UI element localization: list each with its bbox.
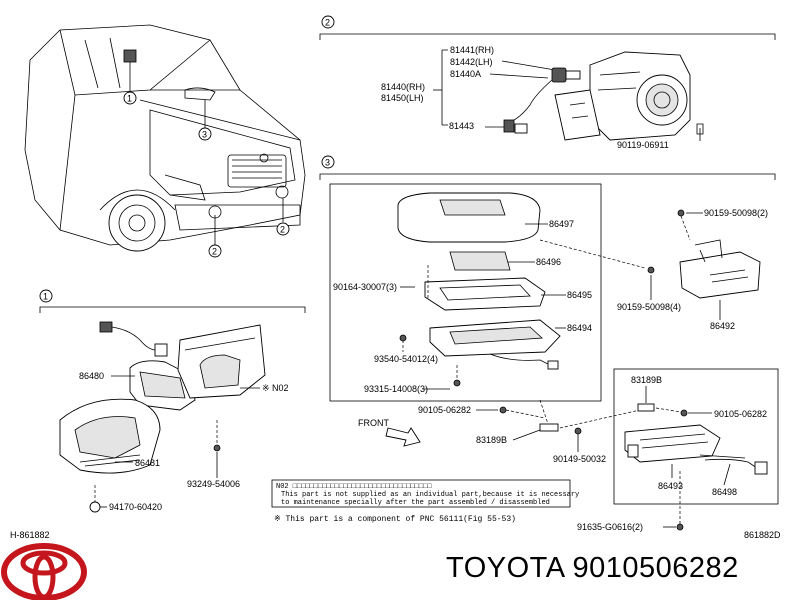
part-86493: 86493: [658, 481, 683, 491]
pnc-note: ※ This part is a component of PNC 56111(…: [274, 515, 516, 524]
part-90164: 90164-30007(3): [333, 282, 397, 292]
vehicle-illustration: 1 3 2 2: [24, 24, 306, 258]
note-box: N02 □□□□□□□□□□□□□□□□□□□□□□□□□□□□□□□□□ Th…: [271, 479, 579, 524]
part-90159-top: 90159-50098(2): [704, 208, 768, 218]
front-label: FRONT: [358, 418, 389, 428]
part-90119: 90119-06911: [617, 140, 669, 150]
ref-code-left: H-861882: [10, 530, 50, 540]
part-90159-bottom: 90159-50098(4): [617, 302, 681, 312]
section-3-label: 3: [325, 158, 330, 168]
section-2-fog-lamp: 2 81441(RH) 81442(LH) 81440A 81440(RH) 8…: [319, 15, 776, 150]
part-81441: 81441(RH): [450, 45, 494, 55]
part-86480: 86480: [79, 371, 104, 381]
part-86497: 86497: [549, 219, 574, 229]
part-81442: 81442(LH): [450, 57, 493, 67]
part-93540: 93540-54012(4): [374, 354, 438, 364]
part-91635: 91635-G0616(2): [577, 522, 643, 532]
section-3-console: 3 86497 86496 86495 86494 90164-30007(3)…: [319, 155, 776, 464]
ref-code-right: 861882D: [744, 530, 781, 540]
part-86481: 86481: [135, 458, 160, 468]
part-86496: 86496: [536, 257, 561, 267]
section-1-mirror-sensor: 1 86480 ※ N02 86481 93249-54006 94170-60…: [39, 289, 306, 513]
callout-2-vehicle-left: 2: [212, 247, 217, 257]
part-81440a: 81440A: [450, 69, 481, 79]
part-81440: 81440(RH): [381, 82, 425, 92]
note-line-3: to maintenance specially after the part …: [281, 499, 550, 507]
part-86498: 86498: [712, 487, 737, 497]
part-83189b-right: 83189B: [631, 375, 662, 385]
part-93249: 93249-54006: [187, 479, 240, 489]
part-81450: 81450(LH): [381, 93, 424, 103]
part-n02: ※ N02: [262, 383, 289, 393]
toyota-logo: [1, 543, 87, 600]
note-line-2: This part is not supplied as an individu…: [281, 491, 579, 499]
part-90149: 90149-50032: [553, 454, 606, 464]
part-83189b-left: 83189B: [476, 435, 507, 445]
section-1-label: 1: [43, 292, 48, 302]
part-86495: 86495: [567, 290, 592, 300]
part-90105-left: 90105-06282: [418, 405, 471, 415]
callout-3-vehicle: 3: [202, 130, 207, 140]
part-86492: 86492: [710, 321, 735, 331]
part-90105-right: 90105-06282: [714, 409, 767, 419]
section-3-sub-box: 83189B 90105-06282 86493 86498 91635-G06…: [577, 368, 779, 532]
callout-2-vehicle-right: 2: [280, 225, 285, 235]
note-line-1: N02 □□□□□□□□□□□□□□□□□□□□□□□□□□□□□□□□□: [276, 483, 432, 491]
callout-1-vehicle: 1: [127, 94, 132, 104]
part-81443: 81443: [449, 121, 474, 131]
part-94170: 94170-60420: [109, 502, 162, 512]
part-93315: 93315-14008(3): [364, 384, 428, 394]
footer-part-number: TOYOTA 9010506282: [446, 552, 739, 584]
section-2-label: 2: [325, 18, 330, 28]
part-86494: 86494: [567, 323, 592, 333]
